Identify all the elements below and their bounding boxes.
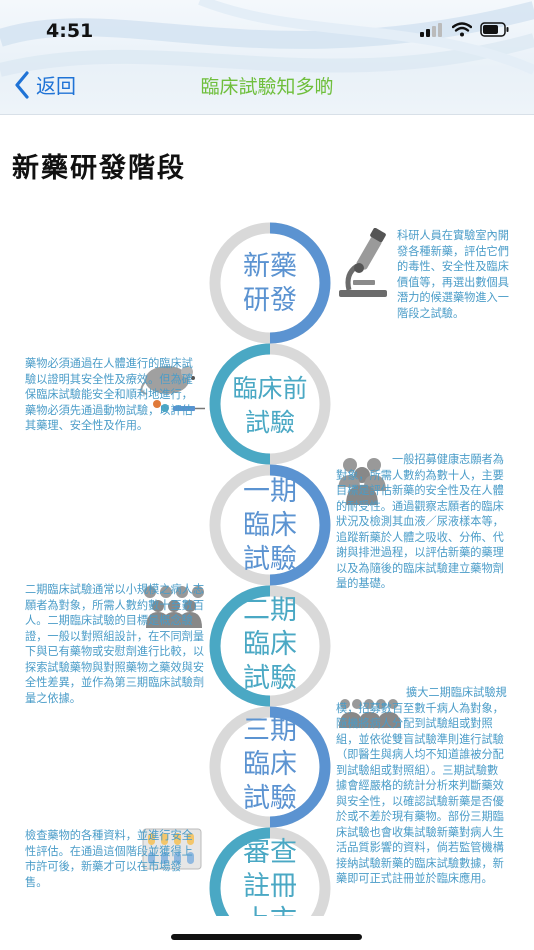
stage-ring-6-clip: 審查 註冊 上市 (208, 826, 332, 916)
stage-description-5: 擴大二期臨床試驗規模，招募數百至數千病人為對象，隨機將病人分配到試驗組或對照組，… (336, 686, 507, 885)
stage-ring-4 (209, 585, 331, 707)
stage-label-5: 三期 臨床 試驗 (243, 715, 297, 814)
status-time: 4:51 (46, 20, 94, 42)
cellular-signal-icon (420, 22, 442, 37)
stage-ring-5 (209, 706, 331, 828)
wifi-icon (452, 22, 472, 37)
back-label: 返回 (36, 74, 76, 98)
stage-ring-6 (209, 827, 331, 916)
stage-ring-3 (209, 464, 331, 586)
stage-ring-2 (209, 343, 331, 465)
pill-blister-icon (142, 828, 202, 870)
microscope-icon (339, 228, 387, 297)
stage-label-4: 二期 臨床 試驗 (243, 595, 297, 694)
home-indicator[interactable] (171, 934, 362, 940)
stage-description-1: 科研人員在實驗室內開發各種新藥，評估它們的毒性、安全性及臨床價值等，再選出數個具… (397, 229, 509, 320)
back-button[interactable]: 返回 (14, 70, 76, 99)
small-group-icon (338, 458, 386, 505)
stage-description-4: 二期臨床試驗通常以小規模之病人志願者為對象，所需人數約數十至數百人。二期臨床試驗… (25, 583, 205, 705)
stage-ring-1 (209, 222, 331, 344)
stage-label-3: 一期 臨床 試驗 (243, 476, 297, 575)
status-bar: 4:51 (0, 0, 534, 60)
navigation-bar: 返回 臨床試驗知多啲 (0, 0, 534, 115)
nav-title: 臨床試驗知多啲 (200, 76, 334, 98)
stage-description-6: 檢查藥物的各種資料，並進行安全性評估。在通過這個階段並獲得上市許可後，新藥才可以… (25, 829, 193, 889)
medium-group-icon (144, 586, 204, 628)
chevron-left-icon (15, 70, 29, 99)
page-title: 新藥研發階段 (12, 153, 186, 184)
stage-description-2: 藥物必須通過在人體進行的臨床試驗以證明其安全性及療效。但為確保臨床試驗能安全和順… (25, 357, 193, 432)
stage-label-1: 新藥 研發 (243, 251, 297, 316)
stage-label-6: 審查 註冊 上市 (243, 837, 297, 916)
stage-label-2: 臨床前 試驗 (232, 374, 308, 437)
stage-description-3: 一般招募健康志願者為對象，所需人數約為數十人，主要目標是評估新藥的安全性及在人體… (336, 453, 504, 590)
battery-icon (480, 22, 509, 37)
large-group-icon (339, 699, 401, 728)
mouse-syringe-icon (140, 366, 205, 412)
